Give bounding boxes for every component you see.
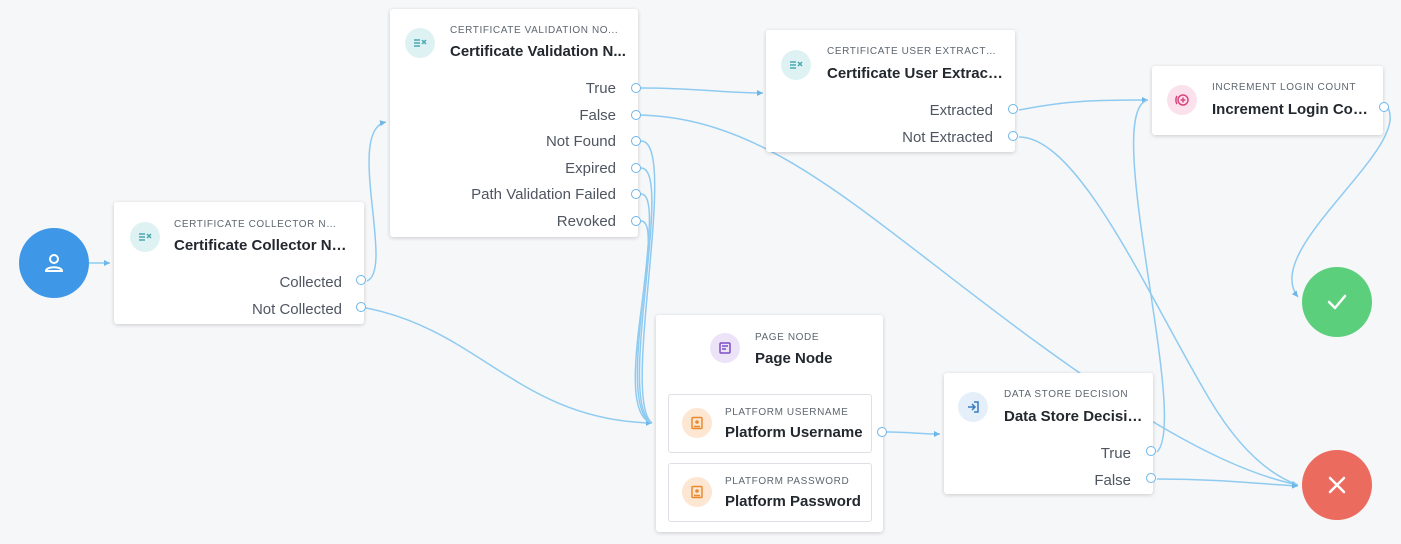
platform-username-node[interactable]: PLATFORM USERNAME Platform Username — [668, 394, 872, 453]
node-kind: CERTIFICATE VALIDATION NO... — [450, 25, 619, 36]
node-kind: PLATFORM USERNAME — [725, 407, 849, 418]
id-card-icon — [682, 477, 712, 507]
node-title: Platform Password — [725, 493, 861, 510]
node-title: Increment Login Count — [1212, 101, 1376, 118]
wire-true-to-extractor — [640, 87, 764, 96]
outcome-label: Collected — [279, 274, 342, 291]
page-icon — [710, 333, 740, 363]
wire-revoked-to-page — [634, 220, 653, 424]
wire-expired-to-page — [638, 167, 653, 424]
start-node[interactable] — [19, 228, 89, 298]
port-ds-true[interactable] — [1146, 446, 1156, 456]
port-expired[interactable] — [631, 163, 641, 173]
node-kind: PAGE NODE — [755, 332, 820, 343]
node-title: Page Node — [755, 350, 833, 367]
outcome-label: Not Found — [545, 133, 616, 150]
failure-node[interactable] — [1302, 450, 1372, 520]
node-title: Certificate User Extract... — [827, 65, 1003, 82]
port-extracted[interactable] — [1008, 104, 1018, 114]
port-revoked[interactable] — [631, 216, 641, 226]
plus-circle-icon — [1167, 85, 1197, 115]
outcome-label: False — [579, 107, 616, 124]
port-not-extracted[interactable] — [1008, 131, 1018, 141]
check-icon — [1327, 294, 1347, 310]
port-true[interactable] — [631, 83, 641, 93]
outcome-label: Revoked — [556, 213, 616, 230]
person-icon — [44, 254, 64, 272]
node-kind: INCREMENT LOGIN COUNT — [1212, 82, 1357, 93]
data-store-decision-node[interactable]: DATA STORE DECISION Data Store Decision … — [944, 373, 1153, 494]
id-card-icon — [682, 408, 712, 438]
sign-in-icon — [958, 392, 988, 422]
wire-collected-to-validation — [366, 120, 387, 282]
wire-dsfalse-to-failure — [1156, 478, 1299, 489]
wire-username-to-datastore — [885, 430, 941, 437]
certificate-validation-node[interactable]: CERTIFICATE VALIDATION NO... Certificate… — [390, 9, 638, 237]
port-collected[interactable] — [356, 275, 366, 285]
port-path-validation-failed[interactable] — [631, 189, 641, 199]
x-icon — [1328, 476, 1346, 494]
wire-notfound-to-page — [640, 140, 656, 424]
outcome-label: Path Validation Failed — [471, 186, 616, 203]
decision-list-icon — [130, 222, 160, 252]
port-not-found[interactable] — [631, 136, 641, 146]
wire-not-collected-to-page — [365, 307, 653, 426]
success-node[interactable] — [1302, 267, 1372, 337]
wire-extracted-to-increment — [1018, 97, 1149, 111]
node-title: Certificate Collector No... — [174, 237, 350, 254]
node-title: Certificate Validation N... — [450, 43, 626, 60]
page-node[interactable]: PAGE NODE Page Node PLATFORM USERNAME Pl… — [656, 315, 883, 532]
node-kind: DATA STORE DECISION — [1004, 389, 1129, 400]
outcome-label: False — [1094, 472, 1131, 489]
node-kind: PLATFORM PASSWORD — [725, 476, 850, 487]
certificate-user-extractor-node[interactable]: CERTIFICATE USER EXTRACTO... Certificate… — [766, 30, 1015, 152]
increment-login-count-node[interactable]: INCREMENT LOGIN COUNT Increment Login Co… — [1152, 66, 1383, 135]
outcome-label: Not Collected — [251, 301, 342, 318]
node-kind: CERTIFICATE USER EXTRACTO... — [827, 46, 1003, 57]
outcome-label: Extracted — [929, 102, 993, 119]
outcome-label: Not Extracted — [902, 129, 993, 146]
port-page-out[interactable] — [877, 427, 887, 437]
node-title: Data Store Decision — [1004, 408, 1144, 425]
platform-password-node[interactable]: PLATFORM PASSWORD Platform Password — [668, 463, 872, 522]
decision-list-icon — [781, 50, 811, 80]
node-title: Platform Username — [725, 424, 863, 441]
outcome-label: True — [1100, 445, 1131, 462]
port-increment-out[interactable] — [1379, 102, 1389, 112]
port-false[interactable] — [631, 110, 641, 120]
outcome-label: True — [585, 80, 616, 97]
certificate-collector-node[interactable]: CERTIFICATE COLLECTOR NO... Certificate … — [114, 202, 364, 324]
outcome-label: Expired — [565, 160, 616, 177]
node-kind: CERTIFICATE COLLECTOR NO... — [174, 219, 344, 230]
wire-pathfailed-to-page — [636, 193, 653, 424]
port-ds-false[interactable] — [1146, 473, 1156, 483]
port-not-collected[interactable] — [356, 302, 366, 312]
decision-list-icon — [405, 28, 435, 58]
